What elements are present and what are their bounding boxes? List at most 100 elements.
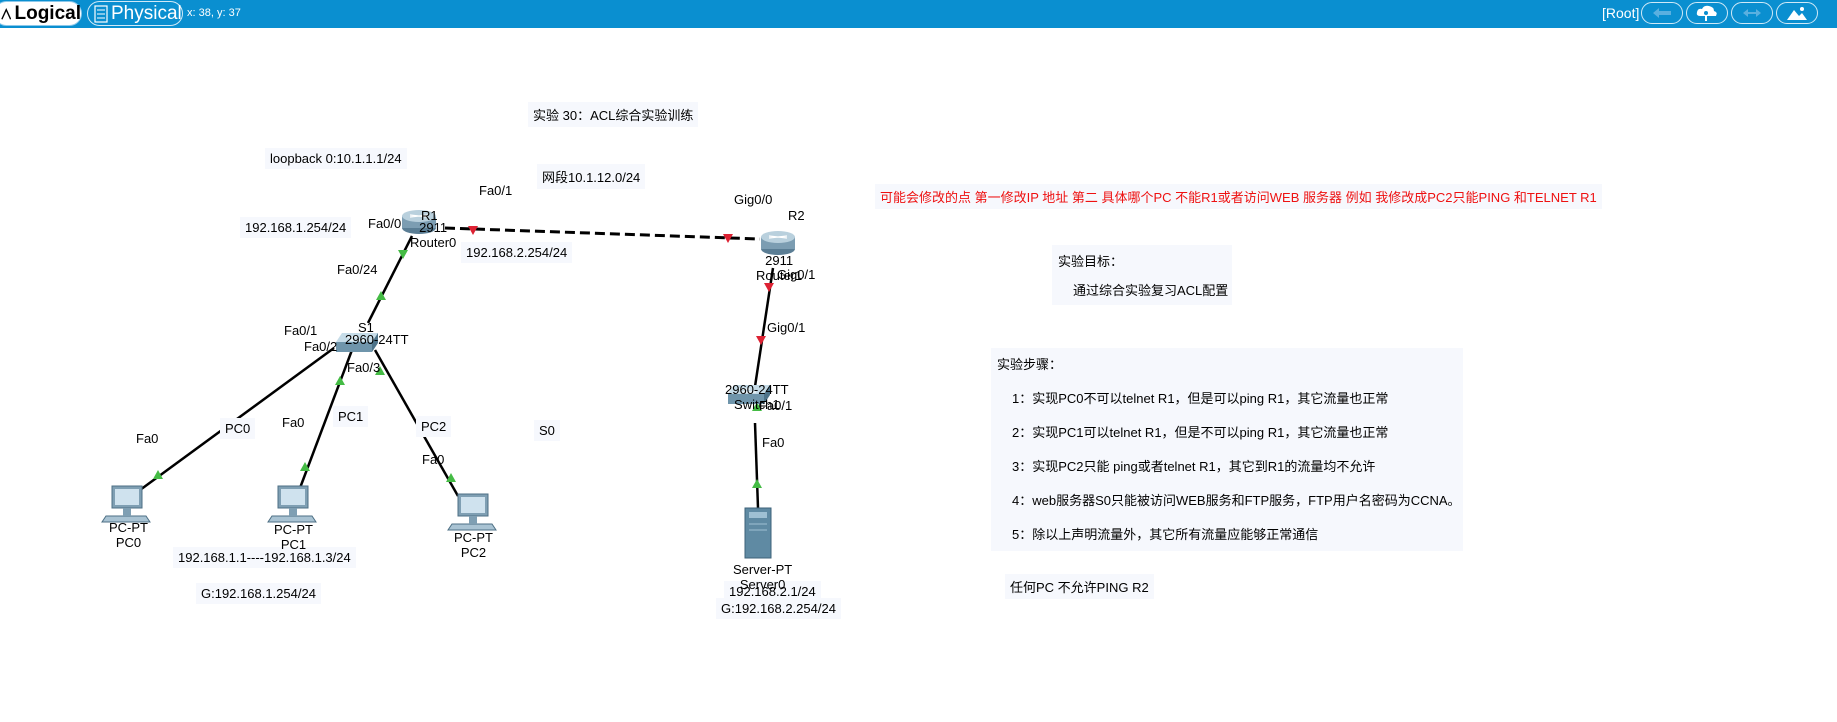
r2-tag: R2 — [788, 208, 805, 223]
step-item: 3：实现PC2只能 ping或者telnet R1，其它到R1的流量均不允许 — [1012, 459, 1376, 474]
link-status-down — [723, 234, 733, 243]
cluster-button[interactable] — [1686, 2, 1728, 24]
link-status-up — [335, 376, 345, 385]
pc2-note: PC2 — [416, 416, 452, 437]
link-status-up — [752, 479, 762, 488]
switch0-label[interactable]: 2960-24TT — [345, 332, 409, 347]
link-status-up — [398, 250, 408, 259]
port-label: Fa0 — [422, 452, 445, 467]
router1-label[interactable]: 2911 Router1 — [756, 253, 802, 283]
segment-note: 网段10.1.12.0/24 — [537, 164, 646, 189]
move-icon — [1743, 9, 1761, 17]
port-label: Fa0/1 — [479, 183, 513, 198]
pc1-note: PC1 — [333, 406, 369, 427]
pc1-type: PC-PT — [274, 522, 313, 537]
pc0-name: PC0 — [115, 535, 142, 550]
link-status-up — [376, 291, 386, 300]
pc2-name: PC2 — [460, 545, 487, 560]
router0-model: 2911 — [419, 220, 448, 235]
cloud-network-icon — [1696, 5, 1717, 21]
back-arrow-icon — [1653, 8, 1671, 18]
server0-name: Server0 — [739, 577, 786, 592]
step-item: 1：实现PC0不可以telnet R1，但是可以ping R1，其它流量也正常 — [1012, 391, 1389, 406]
back-button[interactable] — [1641, 2, 1683, 24]
r1-gateway2-ip-note: 192.168.2.254/24 — [461, 242, 573, 263]
steps-note-box: 实验步骤： 1：实现PC0不可以telnet R1，但是可以ping R1，其它… — [991, 348, 1463, 551]
tab-physical[interactable]: Physical — [87, 1, 183, 26]
pc2-label[interactable]: PC-PT PC2 — [454, 530, 493, 560]
pc0-note: PC0 — [220, 418, 256, 439]
link-r1-r2 — [444, 226, 761, 241]
port-label: Fa0 — [762, 435, 785, 450]
switch1-name: Switch1 — [734, 397, 780, 412]
pc2-icon[interactable] — [447, 493, 497, 531]
switch-sw2-icon[interactable] — [728, 385, 770, 404]
link-status-down — [764, 283, 774, 292]
link-status-up — [446, 473, 456, 482]
tab-logical-label: Logical — [14, 3, 81, 24]
pc2-type: PC-PT — [454, 530, 493, 545]
r1-fa00-ip-note: 192.168.1.254/24 — [240, 217, 352, 238]
port-label: Fa0/3 — [347, 360, 381, 375]
top-toolbar: Logical Physical x: 38, y: 37 [Root] — [0, 0, 1837, 28]
topology-canvas[interactable]: 实验 30：ACL综合实验训练 loopback 0:10.1.1.1/24 网… — [0, 28, 1837, 722]
tab-logical[interactable]: Logical — [0, 1, 82, 26]
switch0-model: 2960-24TT — [345, 332, 409, 347]
server0-icon[interactable] — [744, 507, 772, 559]
link-sw2-server — [753, 422, 760, 509]
root-breadcrumb[interactable]: [Root] — [1602, 5, 1640, 21]
port-label: Fa0/2 — [304, 339, 338, 354]
goal-note-box: 实验目标： 通过综合实验复习ACL配置 — [1052, 245, 1232, 305]
link-status-up — [752, 402, 762, 411]
cursor-coordinates: x: 38, y: 37 — [187, 7, 241, 19]
ping-r2-note: 任何PC 不允许PING R2 — [1005, 574, 1154, 599]
logical-view-icon — [1, 7, 12, 20]
link-s1-pc1 — [298, 349, 354, 489]
router0-name: Router0 — [410, 235, 457, 250]
link-status-up — [300, 462, 310, 471]
server0-label[interactable]: Server-PT Server0 — [733, 562, 792, 592]
link-status-down — [756, 336, 766, 345]
router0-label[interactable]: 2911 Router0 — [410, 220, 456, 250]
server-ip-note: 192.168.2.1/24 — [724, 581, 821, 602]
r1-tag: R1 — [421, 208, 438, 223]
pc0-icon[interactable] — [101, 485, 151, 523]
link-status-up — [375, 366, 385, 375]
switch1-label[interactable]: 2960-24TT Switch1 — [725, 382, 789, 412]
move-object-button[interactable] — [1731, 2, 1773, 24]
link-status-up — [153, 470, 163, 479]
router-r2-icon[interactable] — [761, 231, 795, 255]
s0-note: S0 — [534, 420, 560, 441]
step-item: 5：除以上声明流量外，其它所有流量应能够正常通信 — [1012, 527, 1319, 542]
port-label: Fa0/0 — [368, 216, 402, 231]
server-gateway-note: G:192.168.2.254/24 — [716, 598, 841, 619]
switch-s1-icon[interactable] — [336, 333, 378, 352]
goal-title: 实验目标： — [1058, 254, 1124, 269]
image-icon — [1787, 7, 1807, 20]
steps-title: 实验步骤： — [997, 357, 1063, 372]
pc0-type: PC-PT — [109, 520, 148, 535]
pc0-label[interactable]: PC-PT PC0 — [109, 520, 148, 550]
pc1-icon[interactable] — [267, 485, 317, 523]
step-item: 4：web服务器S0只能被访问WEB服务和FTP服务，FTP用户名密码为CCNA… — [1012, 493, 1461, 508]
physical-view-icon — [94, 4, 108, 23]
background-image-button[interactable] — [1776, 2, 1818, 24]
port-label: Fa0 — [282, 415, 305, 430]
topology-links — [101, 210, 795, 559]
port-label: Fa0/1 — [284, 323, 318, 338]
port-label: Fa0 — [136, 431, 159, 446]
link-status-down — [468, 226, 478, 235]
port-label: Fa0/1 — [759, 398, 793, 413]
tab-physical-label: Physical — [111, 3, 182, 24]
goal-text: 通过综合实验复习ACL配置 — [1073, 283, 1229, 298]
pc1-label[interactable]: PC-PT PC1 — [274, 522, 313, 552]
modification-note: 可能会修改的点 第一修改IP 地址 第二 具体哪个PC 不能R1或者访问WEB … — [875, 184, 1602, 209]
router1-name: Router1 — [756, 268, 803, 283]
router-r1-icon[interactable] — [402, 210, 436, 234]
server0-type: Server-PT — [733, 562, 793, 577]
port-label: Gig0/1 — [767, 320, 806, 335]
lab-title: 实验 30：ACL综合实验训练 — [528, 102, 699, 127]
link-r1-s1 — [366, 235, 414, 324]
switch1-model: 2960-24TT — [725, 382, 789, 397]
pc-range-note: 192.168.1.1----192.168.1.3/24 — [173, 547, 356, 568]
